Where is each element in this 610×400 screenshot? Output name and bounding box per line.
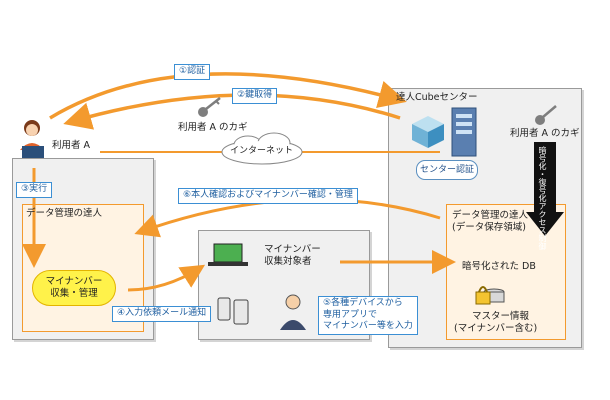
- step-5-line2: 専用アプリで: [323, 309, 378, 320]
- collect-line2: 収集・管理: [50, 288, 98, 299]
- step-1-auth: ①認証: [174, 64, 211, 80]
- target-line1: マイナンバー: [264, 244, 321, 255]
- key-top-label: 利用者 A のカギ: [178, 122, 248, 133]
- encrypted-db-label: 暗号化された DB: [462, 261, 536, 272]
- data-mgmt-right-line1: データ管理の達人: [452, 210, 529, 221]
- cube-icon: [412, 116, 444, 148]
- server-icon: [451, 107, 477, 157]
- user-icon: [20, 120, 44, 158]
- smartphone-icon: [217, 297, 231, 321]
- step-5-line3: マイナンバー等を入力: [323, 321, 413, 332]
- person-icon: [280, 294, 306, 330]
- tablet-icon: [233, 299, 249, 325]
- mail-arrow: [127, 264, 206, 292]
- step-3-execute: ③実行: [16, 182, 53, 198]
- master-line2: (マイナンバー含む): [454, 323, 538, 334]
- cloud-icon: [221, 132, 303, 165]
- internet-label: インターネット: [230, 146, 294, 156]
- access-control-arrow: [526, 142, 564, 236]
- lock-icon: [475, 286, 491, 305]
- collect-line1: マイナンバー: [45, 275, 103, 287]
- user-a-label: 利用者 A: [52, 140, 91, 151]
- collect-manage-button[interactable]: マイナンバー 収集・管理: [32, 270, 116, 306]
- verify-arrow: [134, 198, 441, 238]
- data-mgmt-right-line2: (データ保存領域): [452, 222, 526, 233]
- center-title: 達人Cubeセンター: [396, 92, 478, 103]
- encrypt-vertical-label: 暗号化・復号化アクセス制御: [538, 146, 547, 250]
- center-auth-badge: センター認証: [416, 160, 478, 180]
- key-icon: [198, 97, 221, 117]
- step-2-key: ②鍵取得: [232, 88, 278, 104]
- key-right-label: 利用者 A のカギ: [510, 128, 580, 139]
- step-4-mail: ④入力依頼メール通知: [112, 306, 212, 322]
- step-6-verify: ⑥本人確認およびマイナンバー確認・管理: [178, 188, 358, 204]
- step-5-line1: ⑤各種デバイスから: [323, 298, 403, 308]
- step-5-input: ⑤各種デバイスから 専用アプリで マイナンバー等を入力: [318, 296, 418, 336]
- data-mgmt-left-label: データ管理の達人: [26, 208, 103, 219]
- target-line2: 収集対象者: [264, 256, 312, 267]
- key-icon: [535, 105, 557, 125]
- laptop-icon: [208, 243, 248, 266]
- master-line1: マスター情報: [472, 311, 530, 322]
